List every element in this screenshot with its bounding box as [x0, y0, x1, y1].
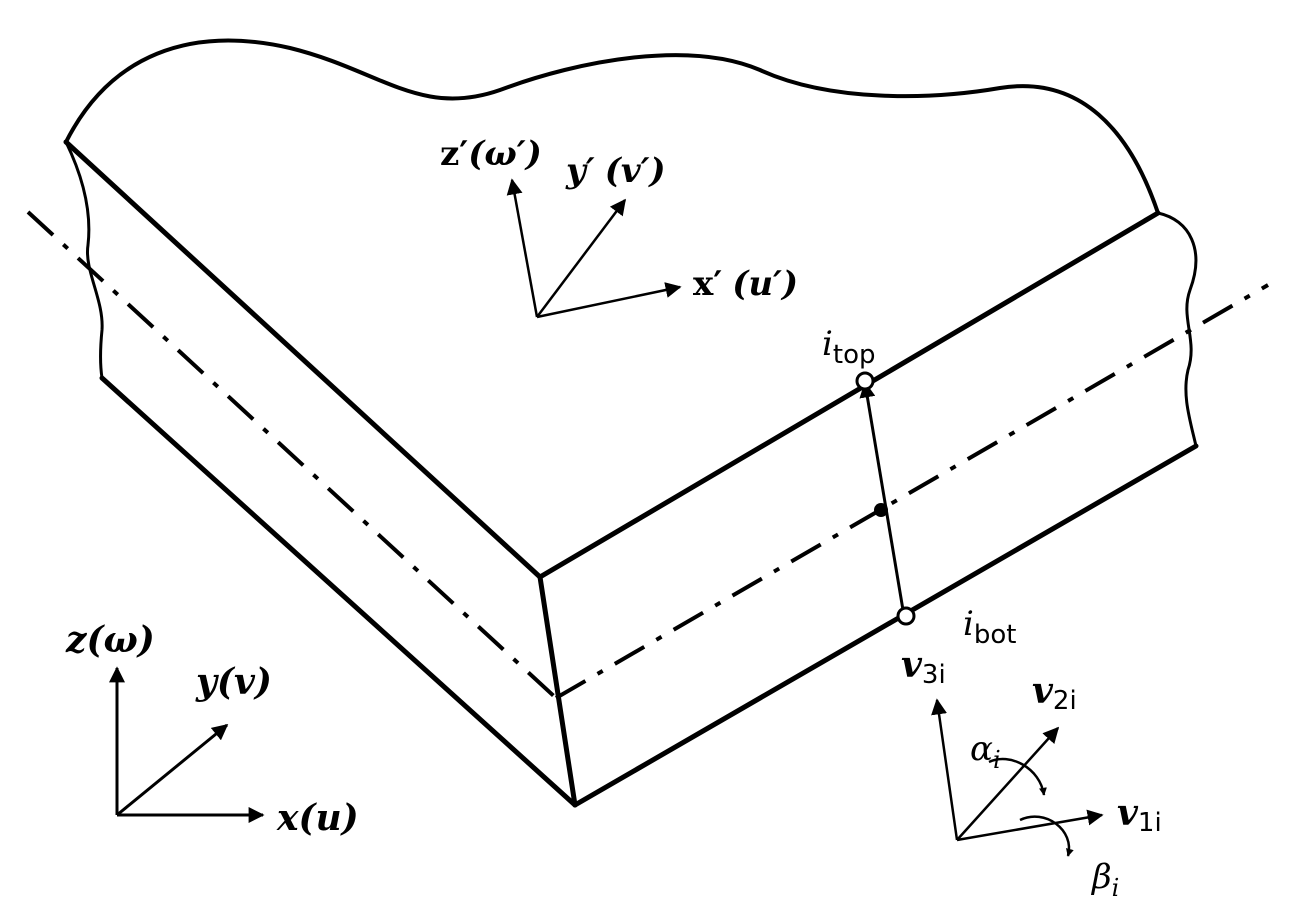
top-wavy-edge — [64, 38, 1160, 215]
label-v3i: v3i — [901, 644, 946, 690]
label-local-x-main: x′ — [693, 264, 722, 304]
label-i-bot: ibot — [963, 604, 1016, 650]
front-left-top-edge — [63, 139, 543, 580]
label-global-y-paren: (v) — [217, 661, 272, 703]
label-i-top-main: i — [822, 324, 833, 364]
label-v1i-sub: 1i — [1138, 808, 1162, 838]
front-right-top-edge — [537, 210, 1161, 580]
label-local-y: y′(v′) — [565, 151, 666, 191]
local-axes — [506, 178, 682, 319]
shell-body — [63, 38, 1199, 808]
label-local-x-paren: (u′) — [732, 264, 798, 304]
beta-rotation-arc — [1019, 815, 1074, 857]
mid-surface-lines — [26, 210, 1270, 700]
label-v1i-main: v — [1117, 792, 1139, 834]
label-i-bot-main: i — [963, 604, 974, 644]
label-global-x-paren: (u) — [298, 797, 358, 839]
global-y-axis — [116, 723, 229, 817]
corner-vertical-edge — [537, 574, 578, 808]
v2i-axis — [956, 726, 1060, 841]
label-i-top-sub: top — [833, 340, 876, 370]
label-local-z-paren: (ω′) — [468, 134, 542, 174]
label-alpha-i: αi — [970, 729, 1001, 774]
label-global-x: x(u) — [276, 797, 359, 839]
alpha-rotation-arc — [988, 757, 1047, 796]
director-vector — [855, 371, 916, 626]
label-global-y: y(v) — [195, 661, 272, 703]
label-global-z-paren: (ω) — [86, 619, 154, 661]
director-line — [859, 381, 906, 617]
bottom-left-edge — [99, 375, 578, 808]
left-wavy-edge — [64, 140, 104, 380]
global-axes — [109, 666, 265, 823]
label-local-y-paren: (v′) — [605, 151, 666, 191]
label-global-x-main: x — [276, 797, 299, 839]
label-alpha-sub: i — [993, 746, 1001, 774]
label-beta-i: βi — [1090, 857, 1119, 902]
local-y-axis — [536, 198, 626, 318]
label-local-z-main: z′ — [440, 134, 468, 174]
label-v1i: v1i — [1117, 792, 1162, 838]
top-node — [855, 371, 875, 391]
label-beta-sub: i — [1112, 874, 1120, 902]
label-local-z: z′(ω′) — [440, 134, 542, 174]
label-v3i-sub: 3i — [922, 660, 946, 690]
bottom-node — [896, 606, 916, 626]
label-i-bot-sub: bot — [974, 620, 1017, 650]
mid-node — [874, 503, 888, 517]
label-v2i: v2i — [1032, 670, 1077, 716]
label-i-top: itop — [822, 324, 875, 370]
v1i-axis — [956, 809, 1104, 842]
right-wavy-edge — [1156, 211, 1198, 448]
label-global-y-main: y — [195, 661, 219, 703]
label-beta-main: β — [1090, 857, 1112, 897]
mid-surface-line-right — [554, 283, 1270, 700]
label-v2i-main: v — [1032, 670, 1054, 712]
mid-surface-line-left — [26, 210, 558, 700]
local-z-axis — [506, 178, 539, 318]
label-v2i-sub: 2i — [1053, 686, 1077, 716]
nodal-vectors — [931, 698, 1104, 857]
label-global-z-main: z — [65, 619, 88, 661]
v3i-axis — [931, 698, 959, 841]
local-x-axis — [536, 282, 682, 319]
label-local-x: x′(u′) — [693, 264, 798, 304]
label-local-y-main: y′ — [565, 151, 595, 191]
label-v3i-main: v — [901, 644, 923, 686]
bottom-right-edge — [572, 443, 1199, 808]
label-alpha-main: α — [970, 729, 993, 769]
label-global-z: z(ω) — [65, 619, 155, 661]
